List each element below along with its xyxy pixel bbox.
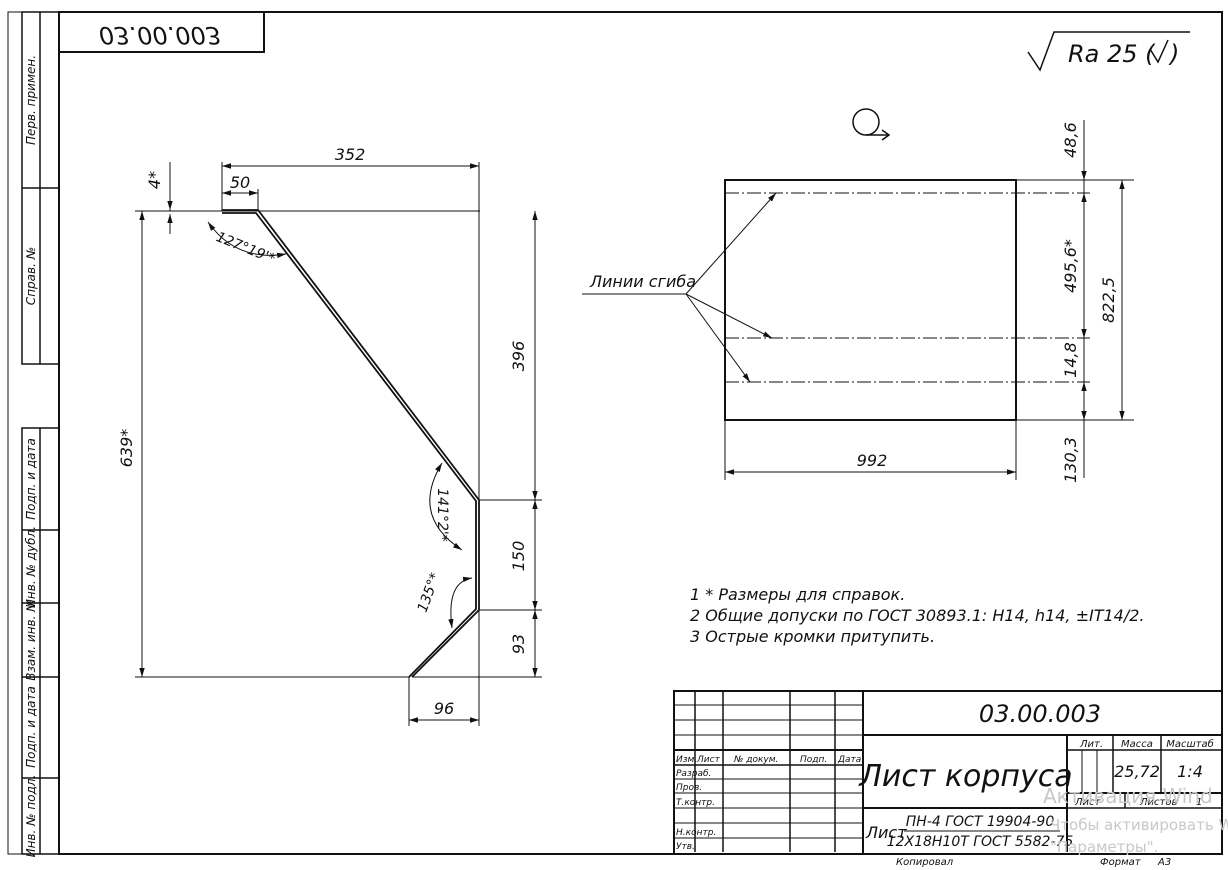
side-label-perv: Перв. примен.: [24, 55, 38, 145]
dim-14-8: 14,8: [1061, 342, 1080, 378]
activation-watermark: Активация Wind Чтобы активировать W "Пар…: [1043, 784, 1228, 856]
mirrored-code: 03.00.003: [99, 21, 221, 49]
dim-396: 396: [509, 341, 528, 372]
flat-blank: 48,6 495,6* 822,5 14,8 130,3 992: [724, 120, 1134, 483]
profile-dimension-lines: [139, 163, 538, 723]
tb-code: 03.00.003: [979, 700, 1101, 728]
title-block: [673, 690, 1223, 855]
tb-mass: 25,72: [1114, 762, 1160, 781]
side-label-podp2: Подп. и дата: [24, 686, 38, 768]
dim-352: 352: [335, 145, 366, 164]
tb-role-utv: Утв.: [676, 842, 695, 852]
title-block-texts: 03.00.003 Лист корпуса Изм. Лист № докум…: [676, 700, 1214, 868]
note-1: 1 * Размеры для справок.: [690, 585, 905, 604]
tb-sheet-label: Лист: [1074, 797, 1102, 808]
mirrored-code-box: 03.00.003: [58, 11, 265, 53]
side-label-vzam: Взам. инв. №: [24, 599, 38, 680]
side-label-dubl: Инв. № дубл.: [24, 526, 38, 608]
tb-material-1: ПН-4 ГОСТ 19904-90: [906, 814, 1055, 830]
tb-material-2: 12Х18Н10Т ГОСТ 5582-75: [887, 834, 1074, 850]
unfold-symbol: [852, 108, 891, 141]
dim-822-5: 822,5: [1099, 277, 1118, 323]
note-2: 2 Общие допуски по ГОСТ 30893.1: H14, h1…: [690, 606, 1145, 625]
tb-copied: Копировал: [896, 857, 954, 868]
tb-format: А3: [1157, 857, 1171, 868]
dim-angle-141: 141°2'*: [434, 488, 450, 541]
dim-93: 93: [509, 634, 528, 654]
tb-mass-label: Масса: [1121, 739, 1153, 750]
technical-notes: 1 * Размеры для справок. 2 Общие допуски…: [690, 585, 1145, 646]
dim-992: 992: [857, 451, 888, 470]
tb-role-razrab: Разраб.: [676, 769, 711, 779]
bend-label: Линии сгиба: [589, 272, 696, 291]
tb-lit-label: Лит.: [1079, 739, 1103, 750]
note-3: 3 Острые кромки притупить.: [690, 627, 935, 646]
roughness-text: Ra 25 (: [1068, 40, 1156, 68]
tb-role-prov: Пров.: [676, 783, 702, 793]
watermark-line-3: "Параметры".: [1050, 838, 1158, 856]
dim-angle-135: 135°*: [415, 571, 444, 615]
profile-dimension-texts: 352 50 4* 127°19'* 639* 396 141°2'* 150 …: [117, 145, 528, 718]
roughness-symbol: Ra 25 ( ): [1027, 31, 1190, 72]
watermark-line-2: Чтобы активировать W: [1050, 816, 1228, 834]
dim-50: 50: [230, 173, 250, 192]
side-column: [21, 11, 60, 855]
tb-sheets-label: Листов: [1139, 797, 1177, 808]
profile-outline: [222, 209, 480, 678]
tb-scale: 1:4: [1177, 762, 1203, 781]
tb-h-podp: Подп.: [800, 755, 827, 765]
dim-495-6: 495,6*: [1061, 239, 1080, 293]
side-label-podp1: Подп. и дата: [24, 438, 38, 520]
tb-scale-label: Масштаб: [1166, 738, 1214, 750]
tb-role-nkontr: Н.контр.: [676, 828, 716, 838]
roughness-close: ): [1168, 40, 1179, 68]
dim-48-6: 48,6: [1061, 122, 1080, 158]
tb-material-prefix: Лист: [865, 823, 907, 842]
tb-h-docnum: № докум.: [733, 755, 778, 765]
tb-h-data: Дата: [837, 755, 861, 765]
tb-h-izm: Изм.: [676, 755, 697, 765]
dim-4: 4*: [145, 171, 164, 189]
side-labels: Перв. примен. Справ. № Подп. и дата Инв.…: [24, 55, 38, 857]
tb-sheets-value: 1: [1196, 797, 1202, 808]
bend-leader: Линии сгиба: [582, 192, 777, 383]
dim-639: 639*: [117, 429, 136, 468]
watermark-line-1: Активация Wind: [1043, 784, 1213, 808]
dim-96: 96: [434, 699, 454, 718]
side-label-inv: Инв. № подл.: [24, 775, 38, 858]
bend-lines: [725, 192, 1090, 383]
dim-150: 150: [509, 541, 528, 572]
dim-angle-127: 127°19'*: [214, 229, 278, 267]
side-label-sprav: Справ. №: [24, 247, 38, 305]
tb-h-list: Лист: [696, 755, 721, 765]
tb-format-label: Формат: [1100, 857, 1142, 868]
tb-name: Лист корпуса: [858, 759, 1072, 794]
tb-role-tkontr: Т.контр.: [676, 798, 715, 808]
dim-130-3: 130,3: [1061, 437, 1080, 483]
profile-extension-lines: [135, 162, 542, 726]
